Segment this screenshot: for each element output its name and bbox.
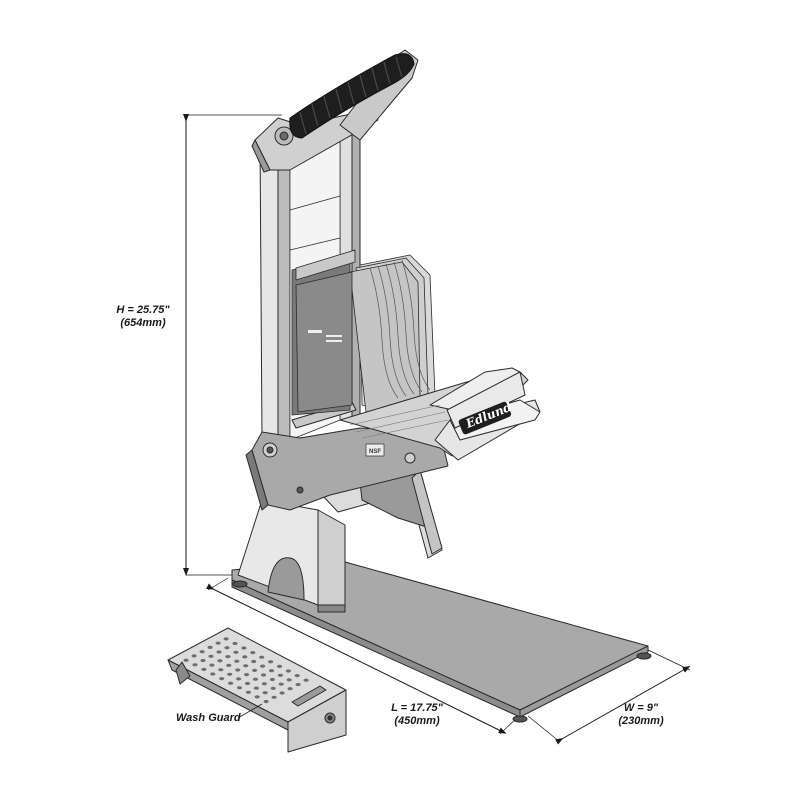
wash-guard-hole: [225, 655, 231, 659]
wash-guard-leader: [237, 703, 263, 719]
wash-guard-hole: [224, 646, 230, 650]
wash-guard-hole: [191, 654, 197, 658]
height-value: H = 25.75": [116, 304, 170, 316]
wash-guard-hole: [259, 655, 265, 659]
wash-guard-hole: [201, 667, 207, 672]
wash-guard-hole: [227, 672, 233, 676]
wash-guard-hole: [226, 663, 232, 668]
wash-guard-hole: [223, 637, 229, 641]
wash-guard-hole: [236, 677, 242, 681]
wash-guard-hole: [303, 678, 309, 682]
length-label: L = 17.75" (450mm): [372, 702, 462, 728]
wash-guard-hole: [278, 682, 284, 686]
wash-guard-hole: [228, 681, 234, 685]
wash-guard-hole: [244, 681, 251, 686]
wash-guard-hole: [232, 641, 238, 646]
pedestal: [237, 499, 346, 613]
width-value: W = 9": [623, 702, 659, 714]
blade-assembly: [291, 249, 436, 416]
side-bracket: NSF: [245, 427, 449, 511]
wash-guard-hole: [250, 651, 256, 655]
length-value: L = 17.75": [391, 702, 443, 714]
height-metric: (654mm): [120, 317, 166, 329]
handle-grip[interactable]: [289, 53, 415, 139]
width-metric: (230mm): [618, 715, 664, 727]
wash-guard-hole: [208, 654, 214, 658]
wash-guard-hole: [262, 691, 268, 695]
wash-guard-hole: [287, 687, 293, 691]
length-metric: (450mm): [394, 715, 440, 727]
wash-guard-hole: [209, 663, 215, 667]
wash-guard-hole: [200, 658, 206, 663]
wash-guard-hole: [192, 663, 198, 667]
wash-guard-hole: [286, 678, 292, 682]
wash-guard-hole: [294, 674, 300, 678]
wash-guard-hole: [276, 664, 283, 669]
wash-guard-hole: [241, 646, 247, 650]
pusher-tray[interactable]: [339, 367, 541, 461]
wash-guard-hole: [242, 655, 248, 659]
nsf-badge: NSF: [369, 449, 381, 455]
wash-guard-hole: [268, 660, 274, 664]
wash-guard-hole: [279, 691, 285, 695]
wash-guard-hole: [207, 645, 213, 650]
wash-guard-hole: [244, 673, 250, 677]
wash-guard-hole: [236, 686, 243, 690]
wash-guard-hole: [261, 682, 267, 686]
wash-guard-hole: [263, 699, 269, 704]
wash-guard-hole: [252, 668, 258, 673]
width-label: W = 9" (230mm): [606, 702, 676, 728]
height-dimension: [183, 114, 282, 576]
wash-guard-hole: [245, 690, 251, 694]
wash-guard-hole: [260, 664, 266, 668]
wash-guard-hole: [253, 686, 259, 690]
wash-guard-hole: [260, 673, 267, 677]
wash-guard-hole: [295, 682, 301, 687]
wash-guard-hole: [216, 650, 222, 654]
wash-guard-hole: [217, 659, 223, 663]
wash-guard-hole: [183, 658, 189, 662]
wash-guard-hole: [234, 659, 240, 663]
height-label: H = 25.75" (654mm): [108, 304, 178, 330]
wash-guard-hole: [210, 672, 216, 676]
wash-guard-hole: [233, 650, 239, 654]
wash-guard-hole: [268, 669, 275, 673]
wash-guard-hole: [254, 695, 260, 699]
wash-guard-hole: [270, 686, 276, 691]
wash-guard-hole: [219, 677, 225, 681]
wash-guard-hole: [269, 677, 275, 682]
wash-guard-part: [167, 627, 347, 753]
wash-guard-label: Wash Guard: [176, 712, 241, 724]
wash-guard-hole: [271, 695, 277, 699]
wash-guard-hole: [277, 673, 283, 677]
wash-guard-holes: [183, 637, 309, 704]
wash-guard-hole: [218, 668, 224, 672]
wash-guard-hole: [285, 669, 291, 673]
wash-guard-hole: [215, 641, 221, 645]
width-dimension: [527, 649, 691, 745]
wash-guard-hole: [235, 668, 241, 672]
wash-guard-hole: [252, 677, 259, 681]
wash-guard-hole: [243, 664, 249, 668]
wash-guard-hole: [199, 650, 205, 654]
wash-guard-hole: [251, 659, 257, 664]
